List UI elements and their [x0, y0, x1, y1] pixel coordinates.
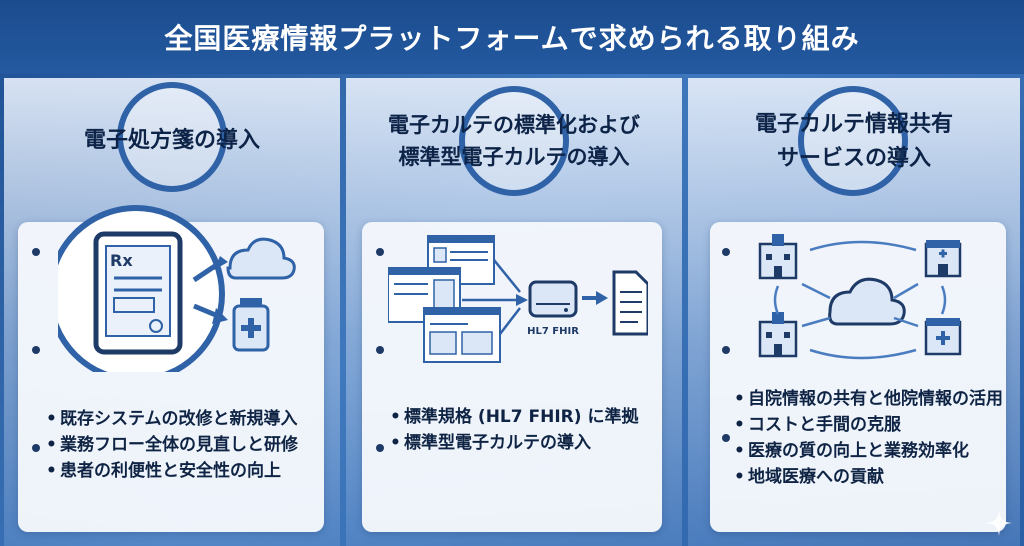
card-dot	[32, 248, 40, 256]
card-dot	[376, 444, 384, 452]
bullet-list: 自院情報の共有と他院情報の活用 コストと手間の克服 医療の質の向上と業務効率化 …	[734, 386, 1006, 490]
list-item: 患者の利便性と安全性の向上	[46, 458, 316, 484]
list-item: 自院情報の共有と他院情報の活用	[734, 386, 1006, 412]
tablet-prescription-icon: Rx	[93, 231, 183, 355]
list-item: コストと手間の克服	[734, 412, 1006, 438]
page-title: 全国医療情報プラットフォームで求められる取り組み	[164, 22, 860, 55]
list-item: 標準規格 (HL7 FHIR) に準拠	[390, 404, 656, 430]
panel-e-prescription: 電子処方箋の導入 Rx	[4, 78, 340, 546]
panel-ehr-sharing: 電子カルテ情報共有 サービスの導入	[688, 78, 1020, 546]
arrow-icon	[582, 291, 608, 305]
sharing-graphic	[758, 234, 962, 360]
cloud-icon	[828, 277, 906, 326]
browser-window-icon	[388, 235, 501, 363]
panel-heading-line-2: 標準型電子カルテの導入	[398, 145, 630, 169]
title-bar: 全国医療情報プラットフォームで求められる取り組み	[0, 0, 1024, 74]
panel-heading: 電子処方箋の導入	[83, 128, 260, 153]
card-dot	[722, 434, 730, 442]
heading-halo	[117, 82, 227, 192]
sync-arrow-icon	[773, 240, 947, 360]
card-dot	[376, 248, 384, 256]
clinic-icon	[924, 240, 962, 278]
bullet-list: 標準規格 (HL7 FHIR) に準拠 標準型電子カルテの導入	[390, 404, 656, 456]
list-item: 地域医療への貢献	[734, 464, 1006, 490]
sparkle-icon	[986, 510, 1012, 536]
card-dot	[32, 346, 40, 354]
content-card: 自院情報の共有と他院情報の活用 コストと手間の克服 医療の質の向上と業務効率化 …	[710, 222, 1006, 532]
pharmacy-icon	[924, 318, 962, 356]
list-item: 標準型電子カルテの導入	[390, 430, 656, 456]
heading-halo	[798, 86, 908, 196]
content-card: Rx 既存システムの改修と新規導入	[18, 205, 324, 532]
list-item: 既存システムの改修と新規導入	[46, 406, 316, 432]
card-dot	[32, 444, 40, 452]
list-item: 業務フロー全体の見直しと研修	[46, 432, 316, 458]
hospital-icon	[758, 312, 798, 358]
cloud-icon	[226, 237, 296, 280]
bullet-list: 既存システムの改修と新規導入 業務フロー全体の見直しと研修 患者の利便性と安全性…	[46, 406, 316, 484]
server-label: HL7 FHIR	[527, 326, 579, 337]
card-dot	[376, 346, 384, 354]
arrow-icon	[192, 256, 228, 324]
panel-heading-line-1: 電子カルテ情報共有	[754, 112, 953, 137]
prescription-graphic: Rx	[58, 205, 296, 372]
heading-halo	[459, 86, 569, 196]
panel-heading-line-2: サービスの導入	[776, 146, 931, 171]
card-dot	[722, 248, 730, 256]
content-card: HL7 FHIR 標準規格 (HL7 FHIR) に準拠 標準型電子カルテの導入	[362, 222, 662, 532]
card-dot	[722, 346, 730, 354]
ehr-graphic: HL7 FHIR	[388, 235, 648, 363]
server-icon	[528, 280, 578, 318]
medicine-bottle-icon	[232, 298, 270, 352]
panel-heading-line-1: 電子カルテの標準化および	[388, 113, 640, 137]
panel-ehr-standardization: 電子カルテの標準化および 標準型電子カルテの導入	[346, 78, 682, 546]
document-icon	[612, 270, 648, 336]
arrow-icon	[462, 259, 528, 335]
svg-text:Rx: Rx	[110, 251, 133, 270]
hospital-icon	[758, 234, 798, 280]
list-item: 医療の質の向上と業務効率化	[734, 438, 1006, 464]
